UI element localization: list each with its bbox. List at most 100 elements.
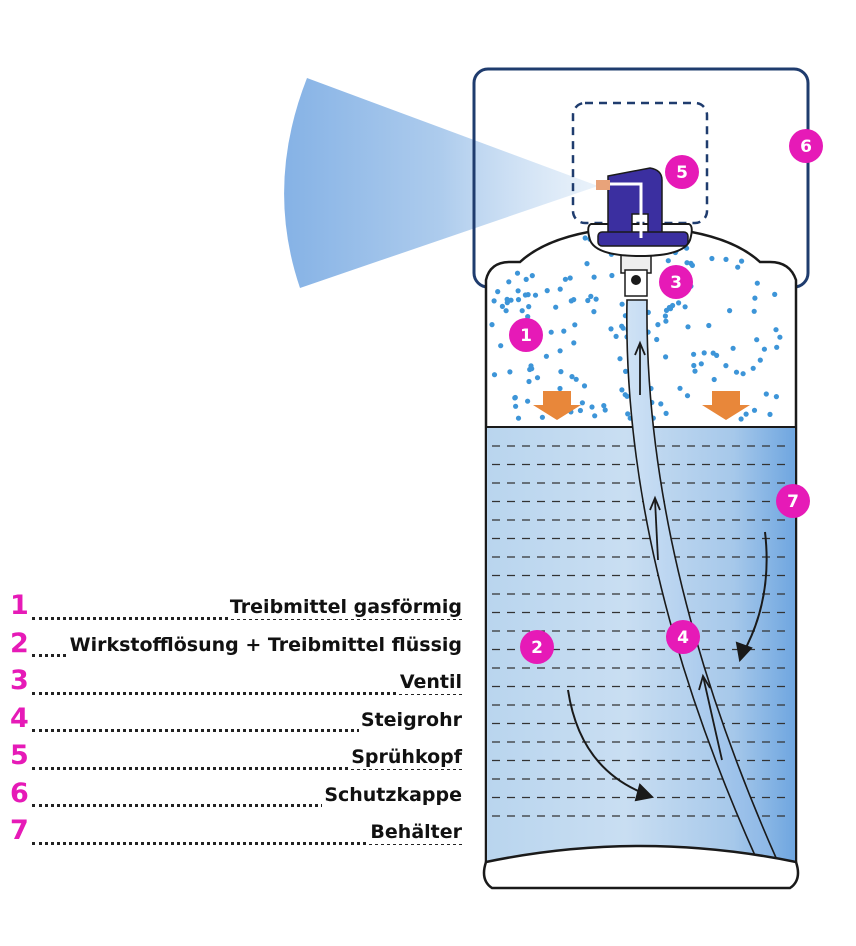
badge-1: 1 (509, 318, 543, 352)
gas-dot (609, 272, 615, 279)
gas-dot (557, 286, 563, 292)
gas-dot (691, 362, 697, 369)
svg-text:3: 3 (670, 273, 682, 293)
legend-row-3: 3 Ventil (10, 666, 462, 704)
badge-4: 4 (666, 620, 700, 654)
gas-dot (751, 308, 757, 314)
gas-dot (740, 371, 746, 377)
badge-6: 6 (789, 129, 823, 163)
gas-dot (562, 276, 569, 282)
legend-number: 1 (10, 590, 29, 621)
gas-dot (572, 322, 578, 328)
gas-dot (685, 324, 691, 330)
gas-dot (743, 411, 749, 417)
gas-dot (573, 376, 579, 382)
gas-dot (592, 413, 598, 419)
gas-dot (503, 308, 509, 314)
gas-dot (508, 297, 514, 303)
gas-dot (557, 385, 563, 392)
gas-dot (514, 270, 521, 276)
gas-dot (619, 387, 625, 393)
gas-dot (567, 275, 573, 281)
gas-dot (655, 322, 661, 328)
gas-dot (577, 407, 584, 414)
gas-dot (515, 415, 522, 421)
gas-dot (498, 343, 504, 349)
gas-dot (750, 365, 756, 371)
legend-label: Wirkstofflösung + Treibmittel flüssig (67, 632, 462, 657)
gas-dot (692, 368, 698, 374)
gas-dot (682, 304, 688, 310)
legend-number: 4 (10, 702, 29, 734)
spray-head (596, 167, 689, 247)
gas-dot (677, 385, 683, 391)
svg-text:2: 2 (531, 638, 543, 658)
gas-dot (504, 296, 510, 302)
gas-dot (723, 363, 729, 369)
legend-label: Schutzkappe (322, 782, 462, 807)
gas-dot (752, 295, 758, 301)
gas-dot (622, 392, 628, 398)
gas-dot (763, 391, 769, 397)
gas-dot (698, 361, 704, 367)
gas-dot (754, 280, 760, 286)
gas-dot (723, 256, 729, 262)
gas-dot (663, 354, 669, 360)
gas-dot (589, 404, 595, 410)
pressure-arrow-right (702, 391, 750, 420)
legend-row-2: 2 Wirkstofflösung + Treibmittel flüssig (10, 628, 462, 667)
gas-dot (593, 296, 599, 302)
gas-dot (489, 322, 495, 328)
gas-dot (584, 261, 590, 267)
gas-dot (689, 262, 696, 268)
gas-dot (701, 350, 707, 356)
legend-leader (32, 766, 462, 770)
gas-dot (579, 400, 586, 406)
gas-dot (553, 304, 559, 310)
gas-dot (676, 300, 682, 306)
gas-dot (658, 401, 664, 407)
legend-leader (32, 691, 462, 695)
gas-dot (663, 318, 669, 324)
legend-label: Treibmittel gasförmig (227, 595, 462, 619)
legend-label: Ventil (397, 670, 462, 694)
pressure-arrow-left (533, 391, 581, 420)
gas-dot (739, 258, 745, 264)
gas-dot (522, 292, 529, 298)
gas-dot (738, 416, 744, 422)
gas-dot (730, 345, 736, 351)
gas-dot (619, 301, 625, 307)
gas-dot (691, 351, 697, 357)
gas-dot (532, 292, 539, 298)
gas-dot (528, 363, 534, 369)
badge-3: 3 (659, 265, 693, 299)
gas-dot (526, 378, 532, 385)
gas-dot (561, 328, 567, 334)
gas-dot (619, 323, 625, 329)
legend-leader (32, 804, 462, 807)
legend-row-7: 7 Behälter (10, 816, 462, 854)
valve (620, 254, 652, 297)
tube-flow-arrows (634, 340, 723, 761)
gas-dot (665, 258, 671, 264)
gas-dot (774, 344, 780, 350)
gas-dot (706, 322, 712, 329)
gas-dot (751, 407, 758, 413)
gas-dot (548, 329, 554, 335)
gas-dot (727, 308, 733, 314)
gas-dot (761, 346, 768, 352)
gas-dot (757, 357, 763, 363)
gas-dot (525, 398, 531, 404)
gas-dot (512, 395, 518, 401)
gas-dot (654, 336, 660, 343)
svg-text:4: 4 (677, 628, 689, 648)
svg-text:7: 7 (787, 492, 799, 512)
legend-leader (32, 729, 462, 732)
gas-dot (670, 302, 676, 309)
svg-text:1: 1 (520, 326, 532, 346)
gas-dot (684, 260, 690, 266)
legend-number: 7 (10, 815, 29, 846)
legend-label: Sprühkopf (349, 745, 462, 769)
gas-dot (582, 235, 588, 241)
gas-dot (625, 411, 631, 417)
